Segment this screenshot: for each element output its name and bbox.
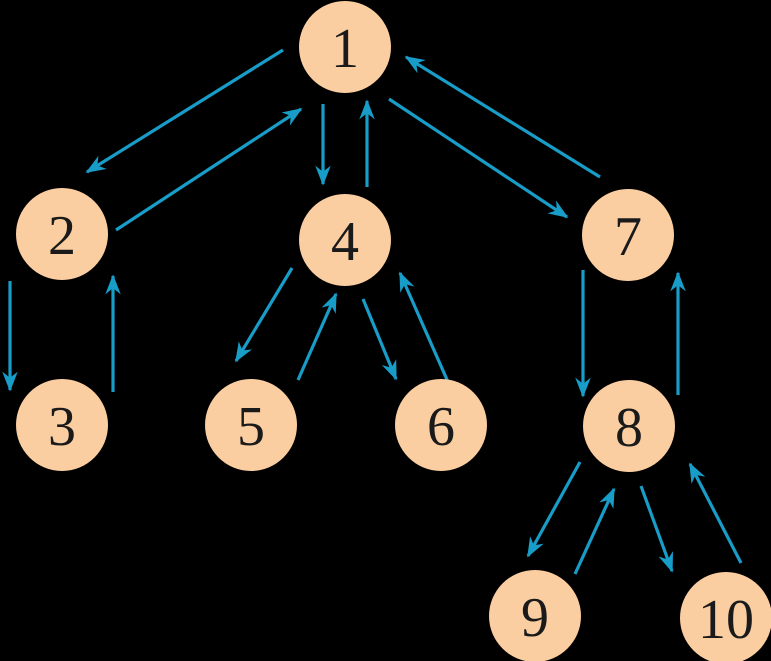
node-label-7: 7 [614, 206, 642, 268]
graph-node-5: 5 [205, 379, 297, 471]
node-label-6: 6 [427, 396, 455, 458]
node-label-8: 8 [615, 397, 643, 459]
edge-arrow-8-to-10 [639, 485, 674, 573]
node-circle-5 [205, 379, 297, 471]
graph-node-7: 7 [582, 189, 674, 281]
node-label-4: 4 [331, 211, 359, 273]
node-label-5: 5 [237, 396, 265, 458]
node-circle-9 [489, 570, 581, 661]
graph-node-4: 4 [299, 194, 391, 286]
graph-node-3: 3 [16, 379, 108, 471]
edge-arrow-4-to-5 [234, 267, 294, 363]
edge-arrow-1-to-7 [388, 97, 569, 219]
node-label-3: 3 [48, 396, 76, 458]
node-label-2: 2 [48, 205, 76, 267]
graph-node-1: 1 [299, 1, 391, 93]
edge-arrow-9-to-8 [573, 487, 616, 575]
node-circle-3 [16, 379, 108, 471]
edge-arrow-2-to-1 [115, 107, 303, 232]
edge-arrow-10-to-8 [688, 462, 743, 564]
graph-node-6: 6 [395, 379, 487, 471]
edge-arrow-5-to-4 [296, 292, 338, 381]
node-circle-4 [299, 194, 391, 286]
graph-node-8: 8 [583, 380, 675, 472]
node-label-1: 1 [331, 18, 359, 80]
node-circle-10 [680, 572, 771, 661]
node-circle-7 [582, 189, 674, 281]
graph-node-9: 9 [489, 570, 581, 661]
node-label-10: 10 [698, 589, 754, 651]
nodes-layer: 1 2 3 4 5 6 7 8 9 10 [16, 1, 771, 661]
graph-node-2: 2 [16, 188, 108, 280]
edges-layer [2, 48, 743, 575]
edge-arrow-6-to-4 [398, 271, 454, 392]
node-circle-1 [299, 1, 391, 93]
node-circle-6 [395, 379, 487, 471]
node-label-9: 9 [521, 587, 549, 649]
edge-arrow-4-to-6 [361, 298, 398, 381]
graph-node-10: 10 [680, 572, 771, 661]
node-circle-8 [583, 380, 675, 472]
edge-arrow-7-to-1 [404, 55, 601, 179]
edge-arrow-8-to-9 [526, 461, 582, 558]
node-circle-2 [16, 188, 108, 280]
edge-arrow-1-to-2 [85, 48, 284, 174]
